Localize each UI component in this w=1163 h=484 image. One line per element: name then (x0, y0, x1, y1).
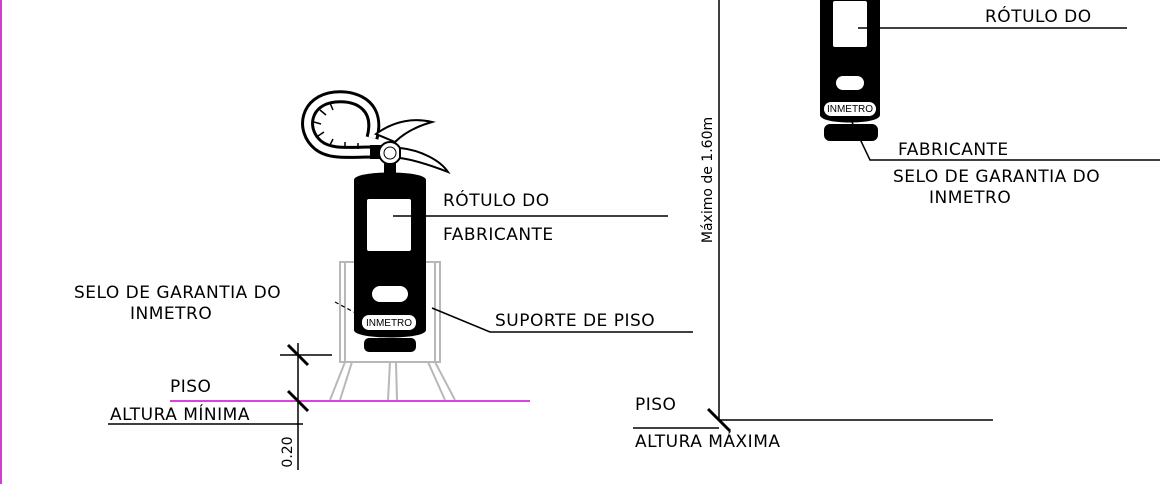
right-label-piso: PISO (635, 395, 676, 415)
leader-suporte (431, 307, 693, 333)
label-selo-line1: SELO DE GARANTIA DO (74, 283, 281, 303)
right-label-altura-maxima: ALTURA MÁXIMA (635, 430, 781, 452)
label-selo-line2: INMETRO (130, 304, 212, 324)
label-suporte: SUPORTE DE PISO (495, 311, 655, 331)
right-label-window (831, 0, 869, 49)
inmetro-badge-text: INMETRO (366, 318, 412, 329)
label-rotulo-line1: RÓTULO DO (443, 189, 550, 211)
cylinder-base (364, 338, 416, 352)
floor-stand (329, 261, 456, 401)
left-extinguisher-detail: INMETRO RÓTULO DO FABRICANTE SELO DE GAR… (74, 90, 693, 470)
right-label-selo-line1: SELO DE GARANTIA DO (893, 167, 1100, 187)
right-cylinder-base (824, 124, 878, 141)
manufacturer-label-window (365, 197, 413, 253)
right-inmetro-badge-text: INMETRO (827, 104, 873, 115)
dimension-max-text: Máximo de 1.60m (700, 117, 716, 243)
label-piso: PISO (170, 377, 211, 397)
dimension-020 (280, 343, 332, 470)
inmetro-badge (362, 315, 416, 330)
label-rotulo-line2: FABRICANTE (443, 225, 554, 245)
right-inmetro-badge (824, 102, 876, 116)
right-label-rotulo: RÓTULO DO (985, 5, 1092, 27)
pressure-gauge-icon (378, 141, 402, 165)
right-label-fabricante: FABRICANTE (898, 140, 1009, 160)
right-label-selo-line2: INMETRO (929, 188, 1011, 208)
leader-selo (334, 301, 366, 319)
handle-lever (373, 119, 436, 144)
right-oval-window (836, 76, 864, 90)
label-altura-minima: ALTURA MÍNIMA (110, 403, 250, 425)
oval-window (372, 286, 408, 302)
right-extinguisher-detail: Máximo de 1.60m INMETRO RÓTULO DO FABRIC… (633, 0, 1160, 452)
dimension-020-text: 0.20 (280, 436, 296, 467)
